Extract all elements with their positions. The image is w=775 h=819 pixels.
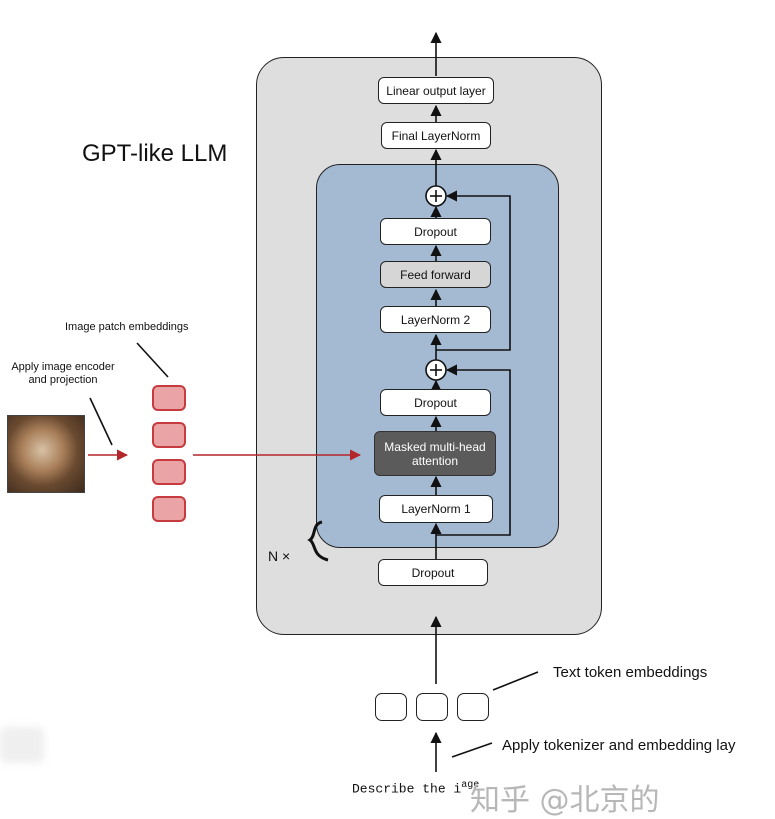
token-embedding-2 bbox=[416, 693, 448, 721]
pointer-token-label bbox=[492, 671, 539, 691]
token-embedding-1 bbox=[375, 693, 407, 721]
pointer-patch-label bbox=[136, 342, 169, 378]
masked-attention: Masked multi-head attention bbox=[374, 431, 496, 476]
diagram-title: GPT-like LLM bbox=[82, 140, 228, 167]
cat-image bbox=[7, 415, 85, 493]
patch-embedding-4 bbox=[152, 496, 186, 522]
residual-connection-1 bbox=[436, 364, 511, 536]
input-text-main: Describe the i bbox=[352, 781, 462, 797]
layernorm-2: LayerNorm 2 bbox=[380, 306, 491, 333]
patch-embeddings-label: Image patch embeddings bbox=[65, 321, 189, 333]
blurred-mark bbox=[0, 727, 44, 763]
patch-embedding-2 bbox=[152, 422, 186, 448]
dropout-mid: Dropout bbox=[380, 389, 491, 416]
repeat-label: N × bbox=[268, 548, 291, 564]
watermark: 知乎 @北京的 bbox=[470, 783, 660, 818]
pointer-tokenizer-label bbox=[451, 742, 493, 758]
connector-lines bbox=[88, 31, 539, 772]
patch-embedding-3 bbox=[152, 459, 186, 485]
linear-output-layer: Linear output layer bbox=[378, 77, 494, 104]
input-text-tail: age bbox=[461, 780, 480, 791]
pointer-encoder-label bbox=[89, 397, 113, 446]
dropout-top: Dropout bbox=[380, 218, 491, 245]
repeat-brace bbox=[307, 520, 329, 562]
layernorm-1: LayerNorm 1 bbox=[379, 495, 493, 523]
tokenizer-label: Apply tokenizer and embedding lay bbox=[502, 737, 736, 754]
patch-embedding-1 bbox=[152, 385, 186, 411]
dropout-bottom: Dropout bbox=[378, 559, 488, 586]
residual-connection-2 bbox=[436, 190, 511, 351]
input-text: Describe the iage bbox=[352, 780, 479, 796]
token-embedding-3 bbox=[457, 693, 489, 721]
encoder-label: Apply image encoder and projection bbox=[11, 361, 115, 386]
final-layernorm: Final LayerNorm bbox=[381, 122, 491, 149]
token-embeddings-label: Text token embeddings bbox=[553, 664, 708, 681]
feed-forward: Feed forward bbox=[380, 261, 491, 288]
